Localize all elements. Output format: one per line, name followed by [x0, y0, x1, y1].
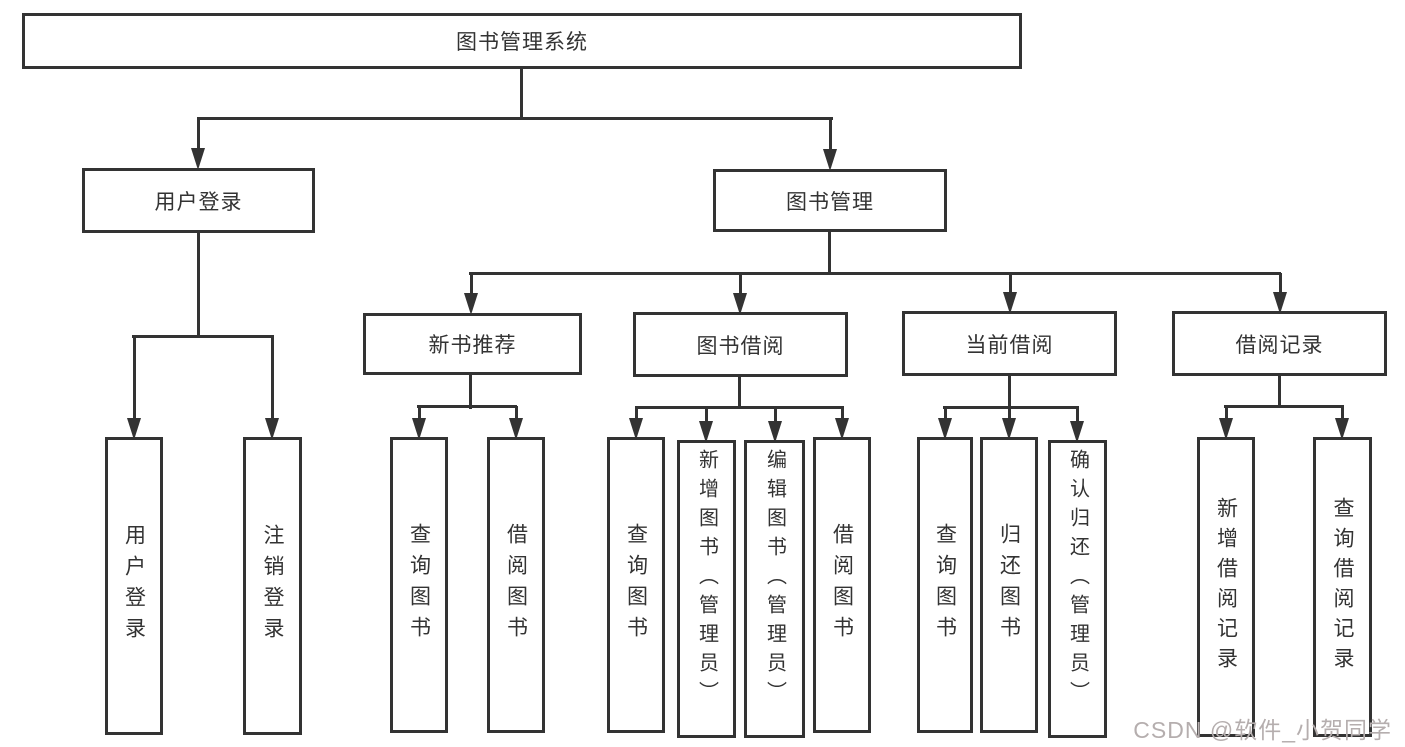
- node-v-borrow-books-1: 借阅图书: [487, 437, 545, 733]
- arrow-down-icon: [823, 149, 837, 171]
- node-v-query-books-2: 查询图书: [607, 437, 665, 733]
- connector-line: [1279, 273, 1282, 296]
- connector-line: [1225, 406, 1228, 422]
- connector-line: [828, 230, 831, 275]
- node-user-login: 用户登录: [82, 168, 315, 233]
- arrow-down-icon: [1219, 418, 1233, 440]
- node-v-logout: 注销登录: [243, 437, 302, 735]
- arrow-down-icon: [464, 293, 478, 315]
- node-book-management: 图书管理: [713, 169, 947, 232]
- connector-line: [469, 373, 472, 409]
- arrow-down-icon: [835, 418, 849, 440]
- arrow-down-icon: [1070, 421, 1084, 443]
- node-v-add-borrow-record: 新增借阅记录: [1197, 437, 1255, 737]
- connector-line: [1008, 375, 1011, 409]
- node-v-edit-books-admin: 编辑图书（管理员）: [744, 440, 805, 738]
- connector-line: [738, 375, 741, 409]
- node-new-book-recommend: 新书推荐: [363, 313, 582, 375]
- connector-line: [841, 407, 844, 422]
- connector-line: [417, 405, 517, 408]
- node-v-query-books-1: 查询图书: [390, 437, 448, 733]
- node-v-borrow-books-2: 借阅图书: [813, 437, 871, 733]
- connector-line: [739, 273, 742, 297]
- connector-line: [197, 117, 833, 120]
- node-v-add-books-admin: 新增图书（管理员）: [677, 440, 736, 738]
- connector-line: [944, 407, 947, 422]
- connector-line: [515, 406, 518, 422]
- arrow-down-icon: [1335, 418, 1349, 440]
- arrow-down-icon: [733, 293, 747, 315]
- arrow-down-icon: [1003, 292, 1017, 314]
- node-borrowing-records: 借阅记录: [1172, 311, 1387, 376]
- arrow-down-icon: [191, 148, 205, 170]
- arrow-down-icon: [768, 421, 782, 443]
- connector-line: [271, 336, 274, 422]
- arrow-down-icon: [127, 418, 141, 440]
- node-root: 图书管理系统: [22, 13, 1022, 69]
- node-v-query-borrow-record: 查询借阅记录: [1313, 437, 1372, 737]
- arrow-down-icon: [265, 418, 279, 440]
- connector-line: [1076, 407, 1079, 425]
- watermark: CSDN @软件_小贺同学: [1133, 717, 1392, 743]
- connector-line: [705, 407, 708, 425]
- connector-line: [774, 407, 777, 425]
- node-v-return-books: 归还图书: [980, 437, 1038, 733]
- connector-line: [197, 118, 200, 152]
- node-current-borrowing: 当前借阅: [902, 311, 1117, 376]
- connector-line: [469, 272, 1281, 275]
- node-v-query-books-3: 查询图书: [917, 437, 973, 733]
- arrow-down-icon: [1002, 418, 1016, 440]
- arrow-down-icon: [1273, 292, 1287, 314]
- connector-line: [1009, 273, 1012, 296]
- arrow-down-icon: [699, 421, 713, 443]
- connector-line: [197, 231, 200, 338]
- connector-line: [470, 273, 473, 297]
- connector-line: [418, 406, 421, 422]
- node-book-borrowing: 图书借阅: [633, 312, 848, 377]
- arrow-down-icon: [509, 418, 523, 440]
- connector-line: [1341, 406, 1344, 422]
- node-v-confirm-return-admin: 确认归还（管理员）: [1048, 440, 1107, 738]
- node-v-user-login: 用户登录: [105, 437, 163, 735]
- connector-line: [1008, 407, 1011, 422]
- connector-line: [635, 406, 844, 409]
- connector-line: [829, 118, 832, 153]
- connector-line: [1224, 405, 1344, 408]
- connector-line: [133, 336, 136, 422]
- connector-line: [635, 407, 638, 422]
- arrow-down-icon: [629, 418, 643, 440]
- connector-line: [132, 335, 274, 338]
- connector-line: [1278, 374, 1281, 408]
- connector-line: [943, 406, 1079, 409]
- connector-line: [520, 69, 523, 120]
- arrow-down-icon: [412, 418, 426, 440]
- arrow-down-icon: [938, 418, 952, 440]
